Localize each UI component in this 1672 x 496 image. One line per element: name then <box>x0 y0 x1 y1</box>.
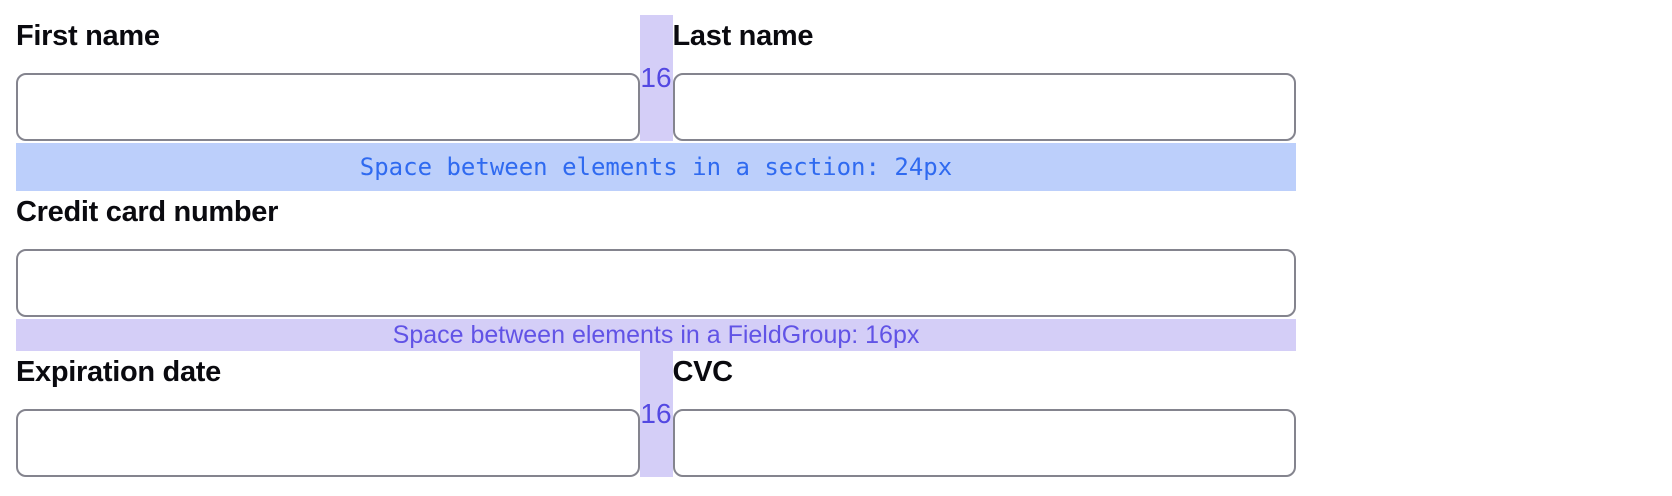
column-gap-strip: 16 <box>639 351 673 477</box>
fieldgroup-spacing-band: Space between elements in a FieldGroup: … <box>16 319 1296 351</box>
credit-card-number-label: Credit card number <box>16 196 279 228</box>
first-name-label: First name <box>16 20 160 52</box>
name-row: First name 16 Last name <box>16 15 1296 141</box>
field-first-name: First name <box>16 15 640 141</box>
last-name-input[interactable] <box>672 73 1296 141</box>
cvc-label: CVC <box>672 356 734 388</box>
expiration-date-label: Expiration date <box>16 356 221 388</box>
section-spacing-band: Space between elements in a section: 24p… <box>16 143 1296 191</box>
fieldgroup-spacing-band-label: Space between elements in a FieldGroup: … <box>392 320 920 349</box>
checkout-form: First name 16 Last name Space between el… <box>16 15 1296 477</box>
first-name-input[interactable] <box>16 73 640 141</box>
expiration-date-input[interactable] <box>16 409 640 477</box>
column-gap-value: 16 <box>640 62 672 93</box>
column-gap-value: 16 <box>640 398 672 429</box>
field-last-name: Last name <box>672 15 1296 141</box>
field-cvc: CVC <box>672 351 1296 477</box>
credit-card-number-input[interactable] <box>16 249 1296 317</box>
last-name-label: Last name <box>672 20 814 52</box>
field-expiration-date: Expiration date <box>16 351 640 477</box>
card-details-row: Expiration date 16 CVC <box>16 351 1296 477</box>
field-credit-card-number: Credit card number <box>16 191 1296 317</box>
section-spacing-band-label: Space between elements in a section: 24p… <box>359 153 953 181</box>
cvc-input[interactable] <box>672 409 1296 477</box>
column-gap-strip: 16 <box>639 15 673 141</box>
